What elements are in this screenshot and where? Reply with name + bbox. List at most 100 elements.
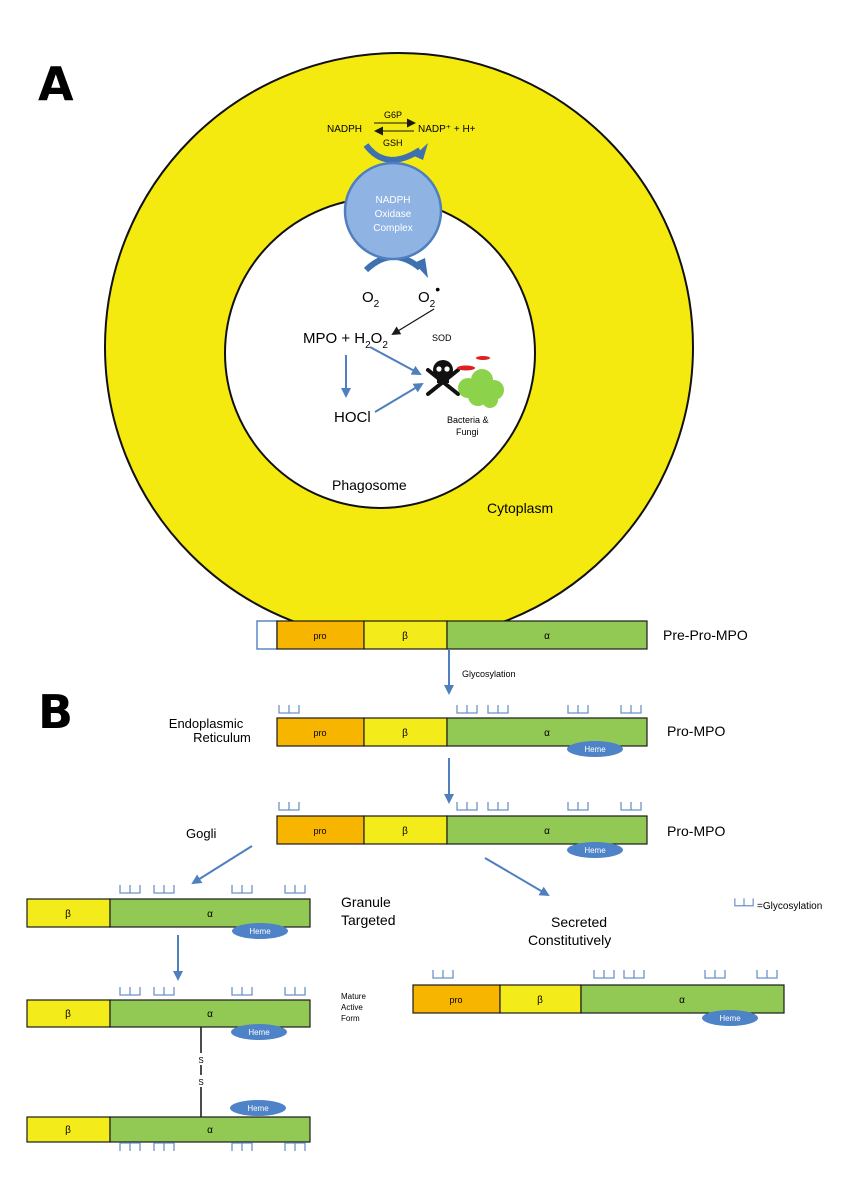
toxin-icon bbox=[457, 356, 490, 371]
er-label-2: Reticulum bbox=[193, 730, 251, 745]
secreted-glycosylation-forks bbox=[432, 969, 778, 979]
mature-label-1: Mature bbox=[341, 992, 366, 1001]
alpha-label: α bbox=[544, 826, 550, 837]
panel-label-a: A bbox=[38, 57, 74, 111]
heme-group bbox=[230, 1100, 286, 1116]
sod-label: SOD bbox=[432, 333, 452, 343]
pro-segment bbox=[276, 815, 365, 845]
alpha-segment bbox=[446, 815, 648, 845]
superoxide-label: O2• bbox=[418, 281, 440, 310]
to-secreted-arrow bbox=[484, 857, 550, 897]
top-curved-arrowhead bbox=[414, 143, 428, 160]
heme-label: Heme bbox=[248, 1028, 270, 1037]
alpha-segment bbox=[580, 984, 785, 1014]
granule-targeted-bar: β α Heme bbox=[26, 898, 311, 939]
pro-label: pro bbox=[449, 995, 462, 1005]
pro-segment bbox=[276, 620, 365, 650]
pre-pro-mpo-bar: pro β α bbox=[256, 620, 648, 650]
alpha-label: α bbox=[544, 728, 550, 739]
sulfur-label-1: S bbox=[198, 1056, 203, 1065]
heme-group bbox=[567, 842, 623, 858]
phagosome-label: Phagosome bbox=[332, 477, 407, 493]
mpo-h2o2-label: MPO + H2O2 bbox=[303, 330, 388, 351]
signal-peptide-segment bbox=[256, 620, 278, 650]
beta-label: β bbox=[65, 909, 71, 920]
top-curved-arrow bbox=[363, 143, 422, 163]
mature-top-glycosylation-forks bbox=[119, 986, 306, 996]
sod-arrow bbox=[391, 308, 435, 336]
beta-segment bbox=[26, 999, 111, 1028]
pro-label: pro bbox=[313, 728, 326, 738]
nadph-label: NADPH bbox=[327, 124, 362, 135]
heme-label: Heme bbox=[719, 1014, 741, 1023]
sulfur-label-2: S bbox=[198, 1078, 203, 1087]
beta-label: β bbox=[402, 728, 408, 739]
nadph-oxidase-complex bbox=[343, 161, 443, 261]
oxidase-label-3: Complex bbox=[373, 223, 412, 234]
heme-group bbox=[231, 1024, 287, 1040]
hocl-to-pathogen-arrow bbox=[374, 382, 424, 413]
glycosylation-legend: =Glycosylation bbox=[734, 897, 822, 912]
secreted-label-2: Constitutively bbox=[528, 932, 611, 948]
skull-crossbones-icon bbox=[426, 360, 460, 396]
alpha-segment bbox=[109, 898, 311, 928]
heme-label: Heme bbox=[584, 745, 606, 754]
mature-label-3: Form bbox=[341, 1014, 360, 1023]
bacteria-label-1: Bacteria & bbox=[447, 415, 489, 425]
alpha-label: α bbox=[207, 1125, 213, 1136]
g6p-label: G6P bbox=[384, 110, 402, 120]
beta-segment bbox=[26, 1116, 111, 1143]
er-pro-mpo-bar: pro β α Heme bbox=[276, 717, 648, 757]
legend-glycosylation-label: =Glycosylation bbox=[757, 901, 822, 912]
s-label-bg-1 bbox=[194, 1053, 208, 1065]
beta-label: β bbox=[537, 995, 543, 1006]
heme-label: Heme bbox=[247, 1104, 269, 1113]
s-label-bg-2 bbox=[194, 1075, 208, 1087]
granule-label-2: Targeted bbox=[341, 912, 395, 928]
beta-segment bbox=[363, 815, 448, 845]
pro-segment bbox=[412, 984, 501, 1014]
heme-label: Heme bbox=[584, 846, 606, 855]
heme-group bbox=[567, 741, 623, 757]
alpha-segment bbox=[446, 717, 648, 747]
golgi-pro-mpo-bar: pro β α Heme bbox=[276, 815, 648, 858]
alpha-label: α bbox=[207, 1009, 213, 1020]
secreted-label-1: Secreted bbox=[551, 914, 607, 930]
gsh-label: GSH bbox=[383, 138, 403, 148]
cytoplasm-label: Cytoplasm bbox=[487, 500, 553, 516]
mature-bottom-glycosylation-forks bbox=[119, 1142, 306, 1152]
alpha-segment bbox=[109, 999, 311, 1028]
alpha-segment bbox=[446, 620, 648, 650]
pro-mpo-label-2: Pro-MPO bbox=[667, 823, 725, 839]
pro-mpo-label-1: Pro-MPO bbox=[667, 723, 725, 739]
beta-label: β bbox=[65, 1009, 71, 1020]
hocl-label: HOCl bbox=[334, 409, 371, 426]
secreted-pro-mpo-bar: pro β α Heme bbox=[412, 984, 785, 1026]
granule-glycosylation-forks bbox=[119, 884, 306, 894]
beta-label: β bbox=[402, 631, 408, 642]
alpha-label: α bbox=[544, 631, 550, 642]
heme-group bbox=[702, 1010, 758, 1026]
glycosylation-fork-icon bbox=[734, 897, 754, 907]
panel-label-b: B bbox=[38, 685, 73, 739]
mature-label-2: Active bbox=[341, 1003, 363, 1012]
glycosylation-step-label: Glycosylation bbox=[462, 669, 516, 679]
nadp-label: NADP⁺ + H+ bbox=[418, 124, 476, 135]
heme-label: Heme bbox=[249, 927, 271, 936]
mature-top-chain-bar: β α Heme bbox=[26, 999, 311, 1040]
to-granule-arrow bbox=[191, 845, 253, 885]
beta-label: β bbox=[402, 826, 408, 837]
oxygen-label: O2 bbox=[362, 289, 380, 310]
granule-label-1: Granule bbox=[341, 894, 391, 910]
oxidase-label-1: NADPH bbox=[375, 195, 410, 206]
mpo-to-pathogen-arrow bbox=[369, 346, 422, 375]
alpha-segment bbox=[109, 1116, 311, 1143]
er-label-1: Endoplasmic bbox=[169, 716, 244, 731]
pro-label: pro bbox=[313, 826, 326, 836]
alpha-label: α bbox=[207, 909, 213, 920]
bacteria-label-2: Fungi bbox=[456, 427, 479, 437]
beta-segment bbox=[499, 984, 582, 1014]
heme-group bbox=[232, 923, 288, 939]
golgi-label: Gogli bbox=[186, 826, 216, 841]
